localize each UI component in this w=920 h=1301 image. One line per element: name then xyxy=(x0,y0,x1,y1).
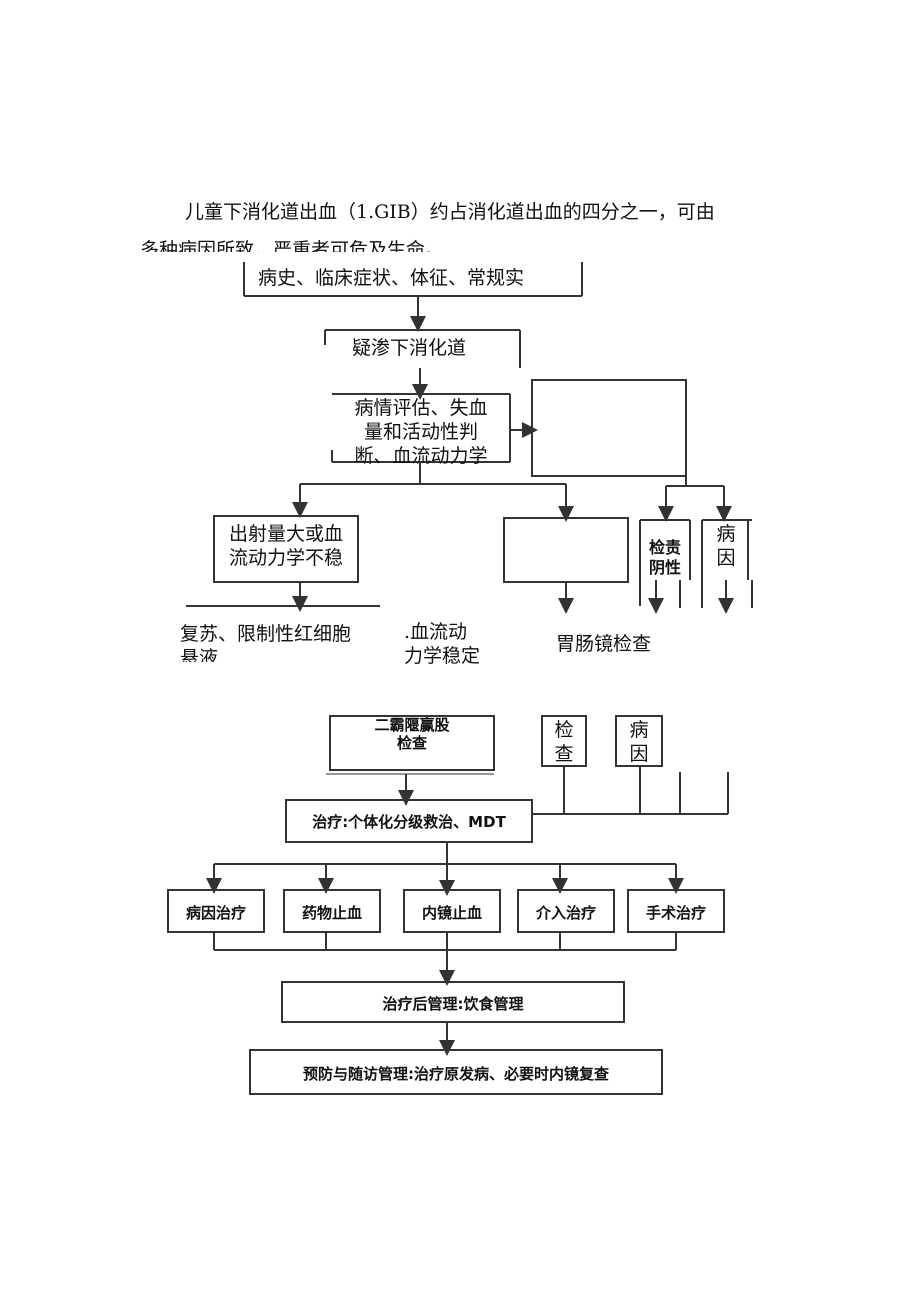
stable-text: .血流动 力学稳定 xyxy=(404,620,480,668)
check-line-1: 检 xyxy=(554,719,574,741)
garbled-check-box: 二霸隁赢股 检查 xyxy=(330,716,494,752)
cause-lower-line-1: 病 xyxy=(629,719,649,741)
unstable-line-1: 出射量大或血 xyxy=(228,523,343,545)
branch-etiology-treatment: 病因治疗 xyxy=(185,904,246,922)
intro-line-2: 多种病因所致，严重者可危及生命。 xyxy=(140,239,445,252)
intro-line-1: 儿童下消化道出血（1.GIB）约占消化道出血的四分之一，可由 xyxy=(185,201,715,223)
unstable-line-2: 流动力学不稳 xyxy=(228,547,343,569)
post-treatment-box-label: 治疗后管理:饮食管理 xyxy=(382,995,524,1013)
garbled-line-2: 检查 xyxy=(396,734,427,752)
assess-box: 病情评估、失血 量和活动性判 断、血流动力学 xyxy=(336,396,506,468)
cause-upper-line-2: 因 xyxy=(716,547,736,569)
branch-drug-hemostasis: 药物止血 xyxy=(301,904,362,922)
resus-line-2: 悬液 xyxy=(180,647,219,662)
check-line-2: 查 xyxy=(554,743,574,765)
endoscopy-text: 胃肠镜检查 xyxy=(556,633,652,655)
negative-line-2: 阴性 xyxy=(648,558,681,577)
assess-line-2: 量和活动性判 xyxy=(363,421,478,443)
check-box-lower: 检 查 xyxy=(542,718,586,766)
cause-upper-line-1: 病 xyxy=(716,523,736,545)
resus-line-1: 复苏、限制性红细胞 xyxy=(180,623,352,645)
cause-box-upper: 病 因 xyxy=(704,522,748,570)
cause-box-lower: 病 因 xyxy=(616,718,662,766)
assess-line-3: 断、血流动力学 xyxy=(354,445,488,467)
cause-lower-line-2: 因 xyxy=(629,743,649,765)
suspect-box-label: 疑渗下消化道 xyxy=(352,337,467,359)
stable-line-1: .血流动 xyxy=(404,621,468,643)
branch-interventional-treatment: 介入治疗 xyxy=(535,904,596,922)
negative-check-box: 检责 阴性 xyxy=(640,538,690,578)
stable-line-2: 力学稳定 xyxy=(404,645,481,667)
assess-line-1: 病情评估、失血 xyxy=(354,397,488,419)
negative-line-1: 检责 xyxy=(648,538,681,557)
treatment-box-label: 治疗:个体化分级救治、MDT xyxy=(312,813,506,831)
resuscitation-text: 复苏、限制性红细胞 悬液 xyxy=(180,622,351,662)
prevention-box-label: 预防与随访管理:治疗原发病、必要时内镜复查 xyxy=(302,1065,609,1083)
garbled-line-1: 二霸隁赢股 xyxy=(374,716,450,734)
branch-endoscopic-hemostasis: 内镜止血 xyxy=(421,904,482,922)
history-box-label: 病史、临床症状、体征、常规实 xyxy=(258,267,525,289)
unstable-box: 出射量大或血 流动力学不稳 xyxy=(214,522,358,570)
branch-surgical-treatment: 手术治疗 xyxy=(645,904,706,922)
